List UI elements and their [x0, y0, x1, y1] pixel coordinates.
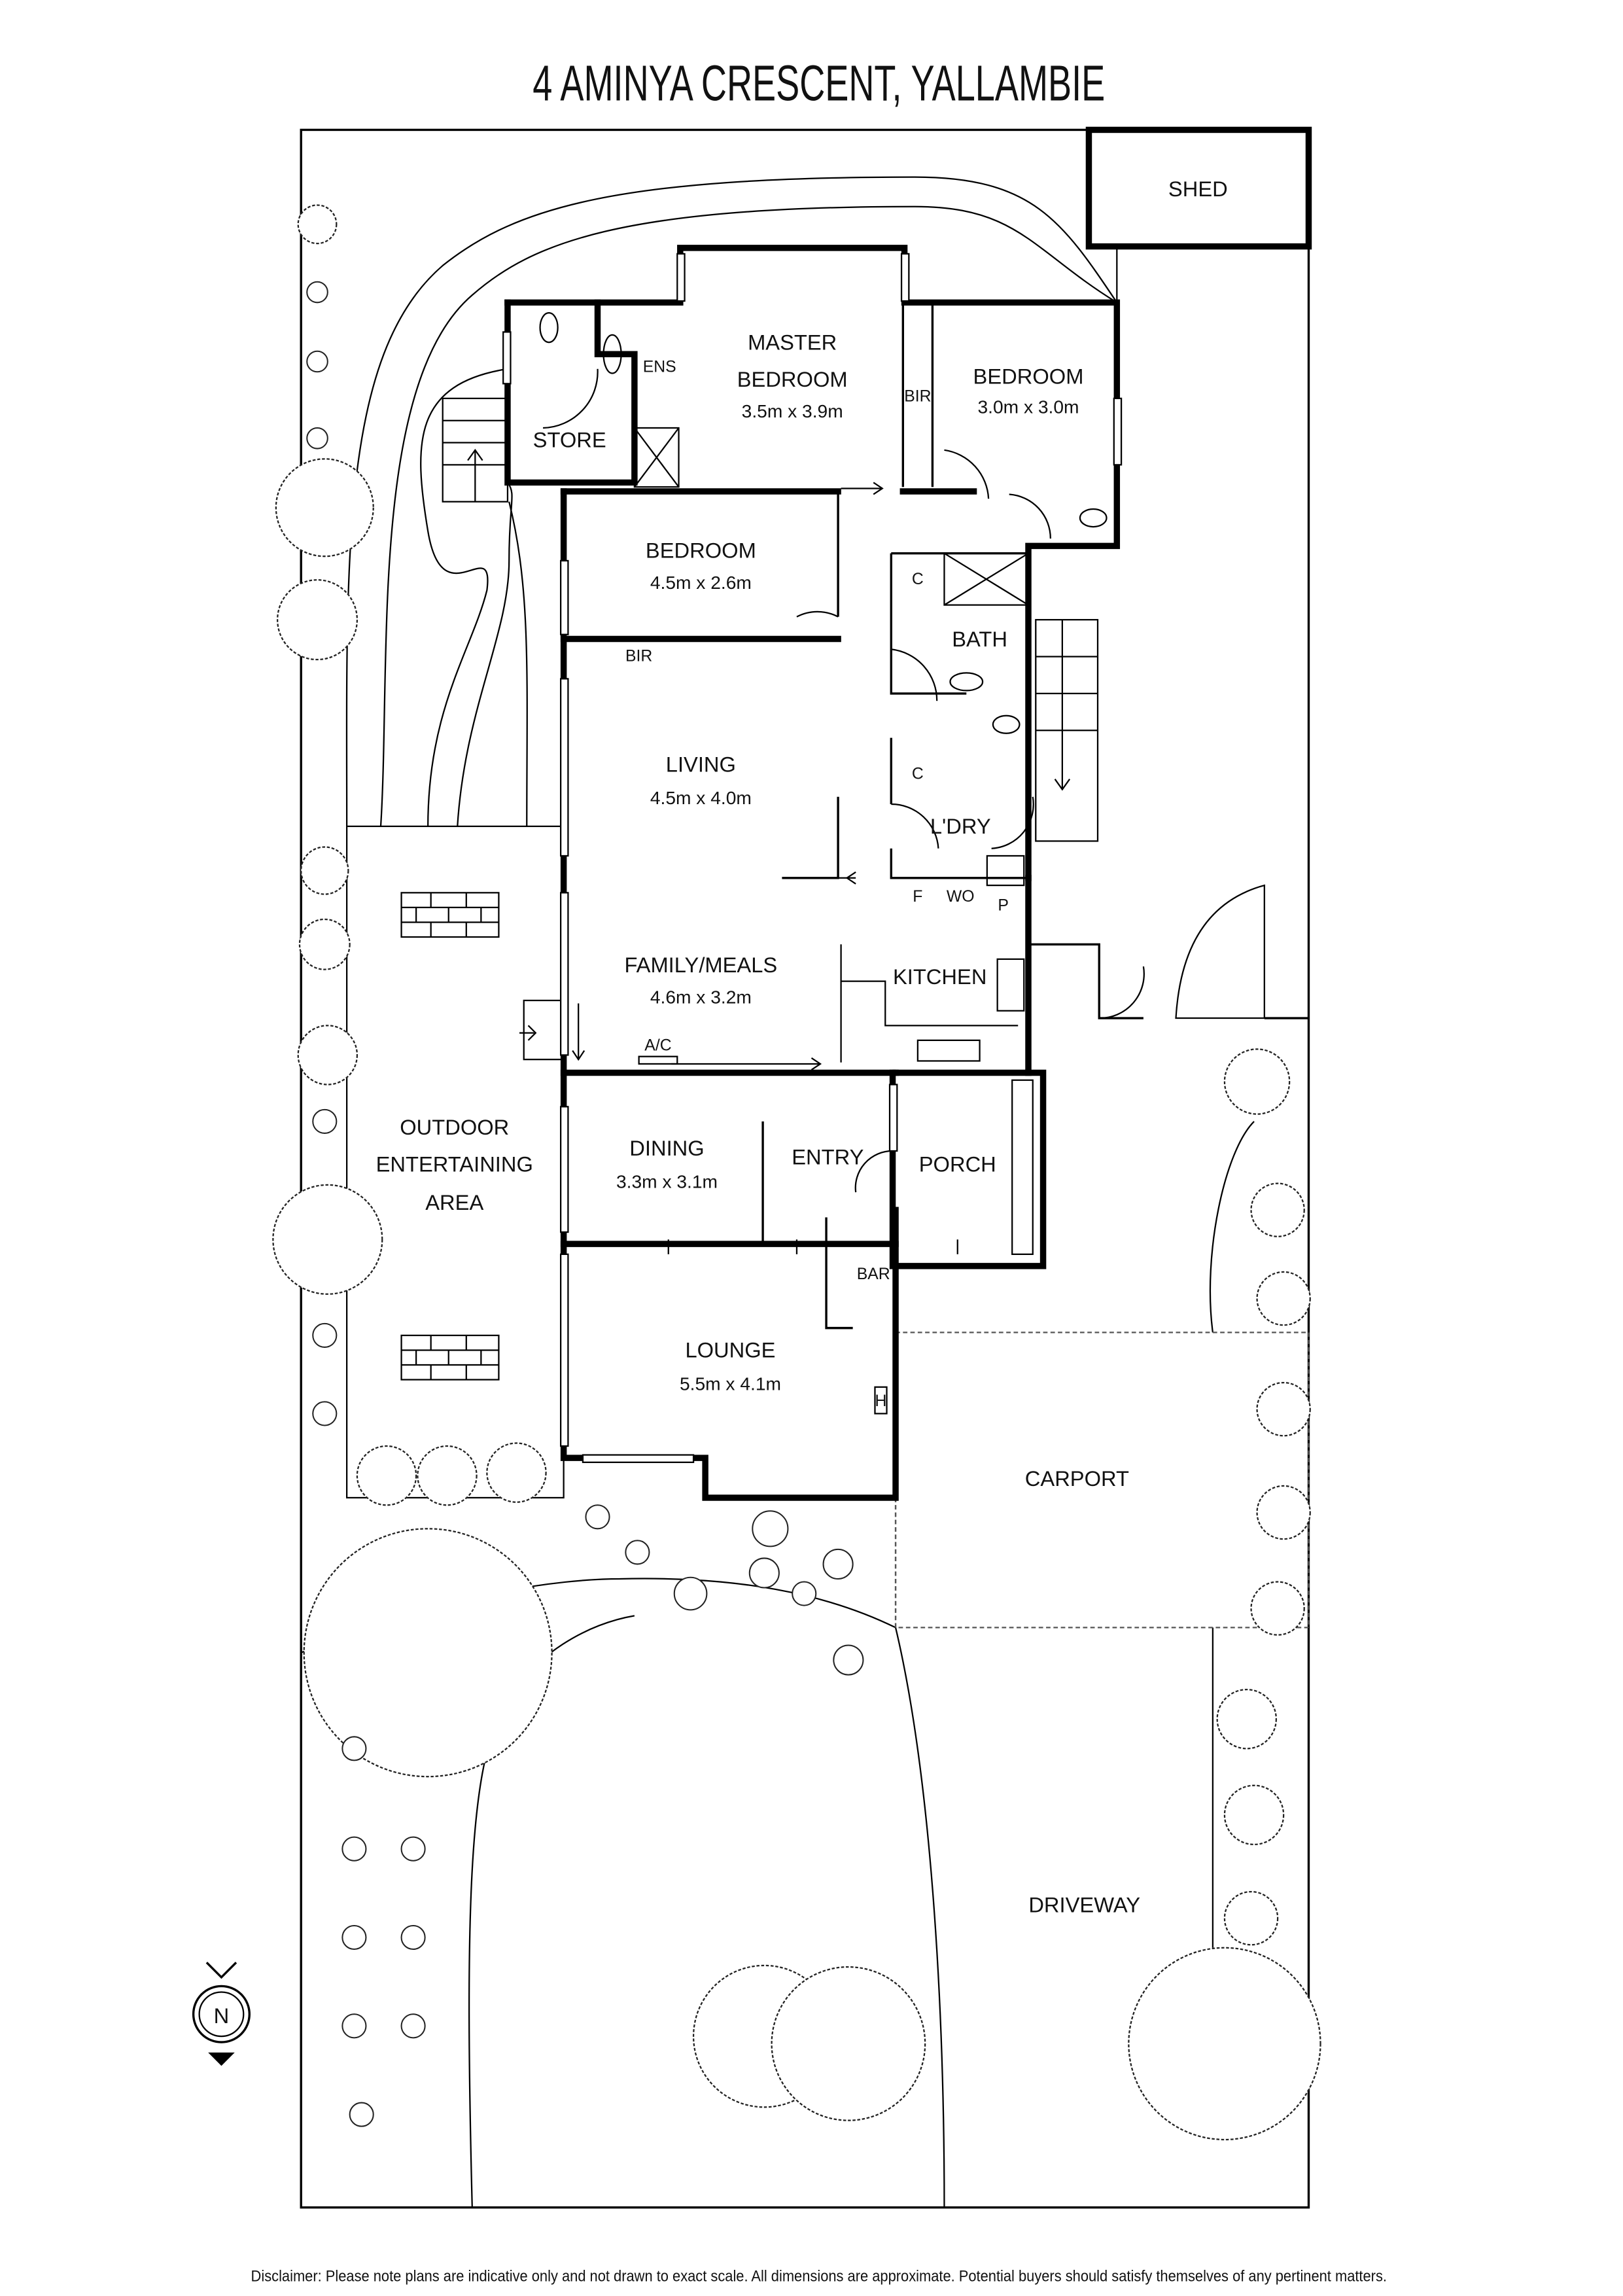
carport-label: CARPORT — [1025, 1466, 1129, 1491]
ac-label: A/C — [644, 1037, 671, 1055]
room-living-label: LIVING — [666, 752, 736, 776]
room-dining-dims: 3.3m x 3.1m — [616, 1171, 718, 1192]
room-labels: MASTER BEDROOM 3.5m x 3.9m ENS BIR BEDRO… — [376, 177, 1228, 1917]
garden-paths — [300, 176, 1309, 2208]
disclaimer: Disclaimer: Please note plans are indica… — [251, 2268, 1387, 2285]
room-ens-label: ENS — [643, 358, 676, 376]
paving-icon — [400, 892, 500, 938]
room-bir2-label: BIR — [625, 647, 652, 665]
trees — [272, 204, 1321, 2141]
room-bir-label: BIR — [904, 387, 931, 405]
room-bedroom3-label: BEDROOM — [646, 538, 756, 562]
room-kitchen-label: KITCHEN — [893, 964, 986, 989]
room-bedroom3-dims: 4.5m x 2.6m — [650, 572, 752, 593]
outdoor-label-3: AREA — [425, 1190, 483, 1214]
room-lounge-dims: 5.5m x 4.1m — [680, 1373, 781, 1394]
fridge-label: F — [913, 888, 922, 906]
room-c1-label: C — [912, 571, 924, 588]
paving-icon — [400, 1334, 500, 1381]
property-boundary — [300, 128, 1310, 2209]
room-master-dims: 3.5m x 3.9m — [742, 400, 843, 421]
north-label: N — [214, 2004, 230, 2028]
north-arrow-icon: N — [192, 1962, 251, 2066]
shed-label: SHED — [1168, 177, 1228, 201]
wall-oven-label: WO — [947, 888, 975, 906]
heater-label: H — [875, 1392, 887, 1410]
room-lounge-label: LOUNGE — [685, 1338, 775, 1362]
plan-title: 4 AMINYA CRESCENT, YALLAMBIE — [532, 56, 1105, 111]
driveway-label: DRIVEWAY — [1028, 1893, 1140, 1917]
room-family-dims: 4.6m x 3.2m — [650, 986, 752, 1007]
room-living-dims: 4.5m x 4.0m — [650, 787, 752, 808]
pantry-label: P — [998, 896, 1009, 914]
room-porch-label: PORCH — [919, 1152, 996, 1176]
room-master-label-2: BEDROOM — [737, 367, 848, 391]
outdoor-label-1: OUTDOOR — [400, 1115, 509, 1139]
bar-label: BAR — [857, 1265, 890, 1283]
room-family-label: FAMILY/MEALS — [624, 953, 777, 977]
room-dining-label: DINING — [629, 1136, 704, 1160]
room-c2-label: C — [912, 766, 924, 783]
outdoor-label-2: ENTERTAINING — [376, 1152, 533, 1176]
room-bath-label: BATH — [952, 627, 1007, 651]
room-entry-label: ENTRY — [792, 1144, 864, 1169]
windows — [502, 253, 1123, 1463]
room-bedroom2-label: BEDROOM — [973, 364, 1084, 388]
room-master-label-1: MASTER — [748, 330, 837, 354]
room-laundry-label: L'DRY — [930, 814, 991, 838]
room-store-label: STORE — [533, 427, 606, 451]
room-bedroom2-dims: 3.0m x 3.0m — [977, 396, 1079, 417]
shed — [1085, 126, 1312, 250]
